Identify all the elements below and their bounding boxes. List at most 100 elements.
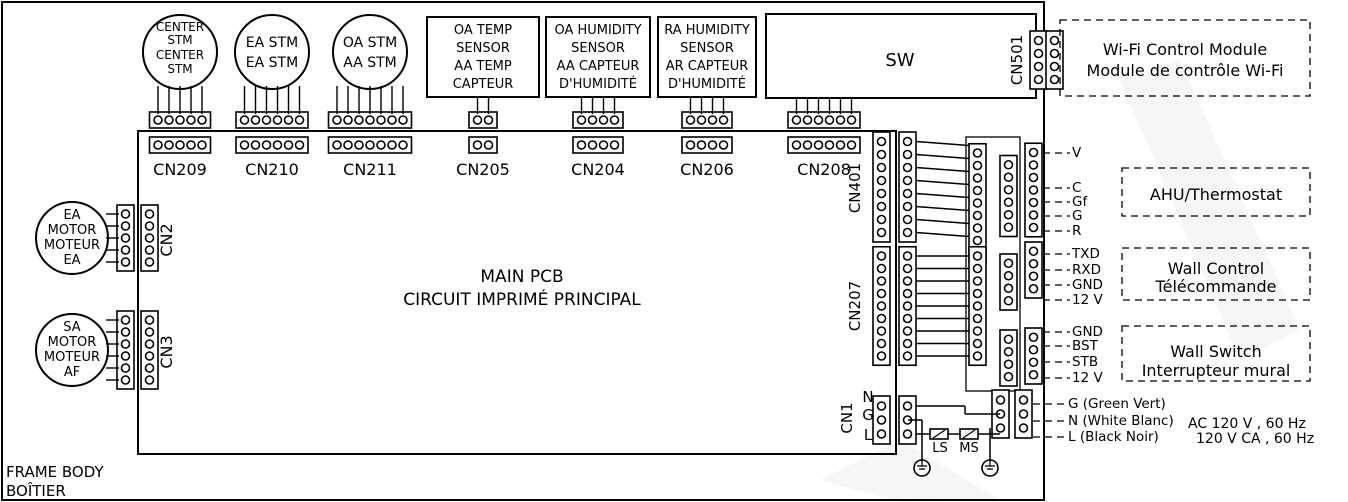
switch-label-ls: LS — [932, 441, 948, 456]
terminal-strip-ahu-pin — [1028, 147, 1039, 158]
ea-stm-connector-label: CN210 — [245, 160, 299, 179]
cn207-plug-pin — [902, 263, 913, 274]
terminal-strip-wall-switch — [1024, 327, 1043, 385]
cn401-plug-pin — [902, 188, 913, 199]
cn501-plug-pin — [1049, 35, 1060, 46]
ra-humidity-sensor-plug-pin — [696, 115, 707, 125]
ea-motor-label: MOTOR — [48, 223, 97, 238]
ea-stm-plug-pin — [250, 115, 261, 125]
terminal-col-b2-pin — [1003, 270, 1014, 281]
wall-control-title: Wall Control — [1168, 259, 1264, 278]
cn401-plug-pin — [902, 201, 913, 212]
cn401-header-pin — [876, 162, 887, 173]
cn401-plug-pin — [902, 162, 913, 173]
terminal-col-b-pin — [1003, 172, 1014, 183]
oa-stm-label: OA STM — [343, 35, 397, 51]
oa-humidity-sensor-label: D'HUMIDITÉ — [559, 76, 637, 92]
cn401-plug-pin — [902, 149, 913, 160]
cn207-header-pin — [876, 276, 887, 286]
sw-plug-pin — [813, 115, 824, 125]
ea-motor-connector-label: CN2 — [157, 223, 176, 256]
oa-stm-plug-pin — [332, 115, 342, 125]
power-block-inner-pin — [995, 423, 1006, 433]
sa-motor-label: MOTEUR — [44, 350, 100, 365]
power-block-outer-pin — [1018, 395, 1029, 405]
terminal-strip-ahu-pin — [1028, 222, 1039, 233]
terminal-col-b2-pin — [1003, 283, 1014, 294]
cn401-header-pin — [876, 227, 887, 238]
sw-plug-pin — [791, 115, 802, 125]
oa-stm-connector-label: CN211 — [343, 160, 397, 179]
terminal-col-a-pin — [972, 210, 983, 221]
terminal-col-b-pin — [1003, 184, 1014, 195]
oa-humidity-sensor-plug-pin — [598, 115, 609, 125]
oa-stm-plug-pin — [365, 115, 375, 125]
sw-plug-pin — [802, 115, 813, 125]
cn207-label: CN207 — [846, 281, 864, 331]
ra-humidity-sensor-plug-pin — [707, 115, 718, 125]
sa-motor-header-pin — [144, 327, 155, 337]
cn207-plug-pin — [902, 251, 913, 261]
switch-label-ms: MS — [959, 441, 978, 456]
oa-stm-header-pin — [365, 140, 375, 150]
cn207-header-pin — [876, 351, 887, 361]
cn207-plug-pin — [902, 288, 913, 299]
oa-temp-sensor-label: SENSOR — [456, 41, 510, 56]
main-pcb-label-line2: CIRCUIT IMPRIMÉ PRINCIPAL — [403, 288, 641, 310]
main-pcb-label-line1: MAIN PCB — [480, 267, 563, 287]
center-stm-header-pin — [164, 140, 174, 150]
wall-switch-title: Wall Switch — [1170, 342, 1261, 361]
oa-temp-sensor-connector-label: CN205 — [456, 160, 510, 179]
cn1-header-pin — [876, 415, 887, 425]
ahu-terminal-label: Gf — [1072, 194, 1088, 210]
ahu-box — [1121, 167, 1311, 217]
center-stm-label: CENTER — [156, 20, 204, 34]
sw-header-pin — [813, 140, 824, 150]
oa-humidity-sensor-header-pin — [598, 140, 609, 150]
watermark-shape — [820, 440, 1000, 502]
oa-humidity-sensor-label: OA HUMIDITY — [554, 23, 641, 38]
wall-control-title: Télécommande — [1155, 277, 1277, 296]
cn207-plug-pin — [902, 276, 913, 286]
ra-humidity-sensor-label: RA HUMIDITY — [664, 23, 750, 38]
ahu-terminal-label: R — [1072, 223, 1081, 239]
terminal-col-a-pin — [972, 185, 983, 196]
oa-stm-plug-pin — [376, 115, 386, 125]
ra-humidity-sensor-label: SENSOR — [680, 41, 734, 56]
wifi-module-box — [1059, 19, 1311, 97]
terminal-strip-wall-switch-pin — [1028, 344, 1039, 355]
terminal-col-a2-pin — [972, 288, 983, 299]
ea-stm-label: EA STM — [246, 55, 298, 71]
ra-humidity-sensor-connector-label: CN206 — [680, 160, 734, 179]
ea-motor-header-pin — [144, 221, 155, 231]
terminal-col-a2-pin — [972, 263, 983, 274]
cn207-plug-pin — [902, 351, 913, 361]
cn401-header-pin — [876, 188, 887, 199]
ea-motor-header-pin — [144, 209, 155, 219]
center-stm-label: STM — [167, 33, 192, 47]
center-stm-plug-pin — [153, 115, 163, 125]
terminal-col-b-pin — [1003, 209, 1014, 220]
ea-stm-header-pin — [272, 140, 283, 150]
wall-switch-terminal-label: 12 V — [1072, 370, 1103, 386]
oa-stm-plug-pin — [354, 115, 364, 125]
ahu-terminal-label: C — [1072, 180, 1081, 196]
terminal-col-b3-pin — [1003, 359, 1014, 370]
cn501-plug-pin — [1049, 74, 1060, 85]
ea-motor-plug-pin — [120, 209, 131, 219]
center-stm-plug-pin — [175, 115, 185, 125]
cn401-plug — [898, 131, 917, 243]
cn501-label: CN501 — [1008, 35, 1026, 85]
power-spec-line2: 120 V CA , 60 Hz — [1196, 431, 1314, 447]
cn207-header-pin — [876, 313, 887, 324]
cn207-plug-pin — [902, 326, 913, 336]
wall-switch-box — [1121, 325, 1311, 382]
ra-humidity-sensor-plug-pin — [718, 115, 729, 125]
ra-humidity-sensor-plug-pin — [685, 115, 696, 125]
oa-humidity-sensor-label: SENSOR — [571, 41, 625, 56]
oa-stm-plug-pin — [343, 115, 353, 125]
cn1-pin-n: N — [862, 388, 873, 406]
oa-stm-header-pin — [376, 140, 386, 150]
ea-stm-plug-pin — [261, 115, 272, 125]
sw-header-pin — [846, 140, 857, 150]
